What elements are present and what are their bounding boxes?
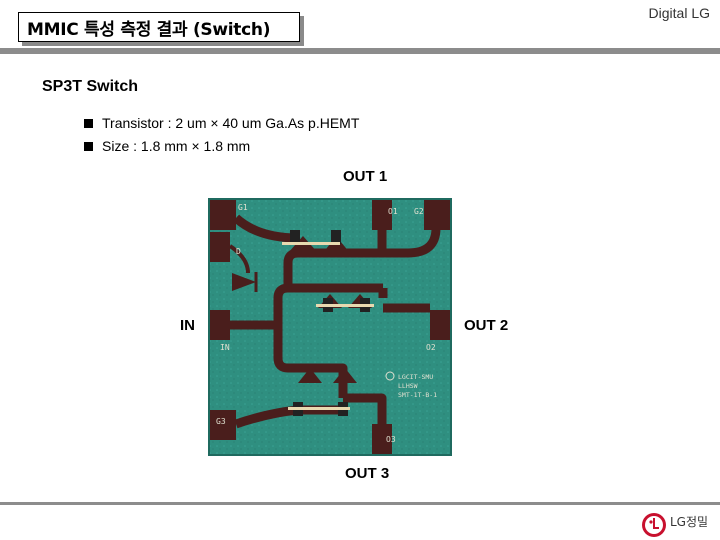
pad-d xyxy=(210,232,230,262)
bullet-item: Transistor : 2 um × 40 um Ga.As p.HEMT xyxy=(84,112,359,135)
mark-o2: O2 xyxy=(426,343,436,352)
transistor-group-1 xyxy=(282,230,350,253)
out1-label: OUT 1 xyxy=(343,168,388,185)
bullet-text: Size : 1.8 mm × 1.8 mm xyxy=(102,138,251,154)
pad-in xyxy=(210,310,230,340)
chip-text-line: LGCIT-SMU xyxy=(398,373,433,381)
trace-in-out3 xyxy=(273,325,348,398)
mark-d: D xyxy=(236,247,241,256)
mark-g3: G3 xyxy=(216,417,226,426)
chip-text-line: LLHSW xyxy=(398,382,418,390)
mark-o3: O3 xyxy=(386,435,396,444)
pad-o2 xyxy=(430,310,450,340)
in-label: IN xyxy=(180,317,195,334)
mark-o1: O1 xyxy=(388,207,398,216)
out2-label: OUT 2 xyxy=(464,317,509,334)
bottom-divider xyxy=(0,502,720,505)
mark-g2: G2 xyxy=(414,207,424,216)
mark-in: IN xyxy=(220,343,230,352)
pad-g1 xyxy=(210,200,236,230)
transistor-group-2 xyxy=(316,294,374,312)
top-divider xyxy=(0,48,720,54)
mark-g1: G1 xyxy=(238,203,248,212)
bullet-list: Transistor : 2 um × 40 um Ga.As p.HEMT S… xyxy=(84,112,359,158)
square-bullet-icon xyxy=(84,142,93,151)
slide-title-box: MMIC 특성 측정 결과 (Switch) xyxy=(18,12,300,42)
pad-o3 xyxy=(372,424,392,454)
transistor-group-3 xyxy=(288,368,357,416)
bullet-item: Size : 1.8 mm × 1.8 mm xyxy=(84,135,359,158)
section-title: SP3T Switch xyxy=(42,78,139,95)
trace-out3 xyxy=(343,393,387,426)
brand-label: Digital LG xyxy=(648,5,710,21)
trace-in-out2 xyxy=(230,283,383,330)
chip-micrograph: G1 O1 G2 D IN O2 G3 O3 LGCIT-SMU LLHSW S… xyxy=(208,198,452,456)
company-label: LG정밀 xyxy=(670,515,709,529)
square-bullet-icon xyxy=(84,119,93,128)
lg-logo-icon xyxy=(642,513,666,537)
bullet-text: Transistor : 2 um × 40 um Ga.As p.HEMT xyxy=(102,115,360,131)
pad-g3 xyxy=(210,410,236,440)
pad-g2 xyxy=(424,200,450,230)
chip-text-line: SMT-1T-B-1 xyxy=(398,391,437,399)
out3-label: OUT 3 xyxy=(345,465,390,482)
diode-icon xyxy=(232,273,256,291)
pad-o1 xyxy=(372,200,392,230)
chip-text-block: LGCIT-SMU LLHSW SMT-1T-B-1 xyxy=(398,373,437,399)
slide-title: MMIC 특성 측정 결과 (Switch) xyxy=(27,19,271,40)
